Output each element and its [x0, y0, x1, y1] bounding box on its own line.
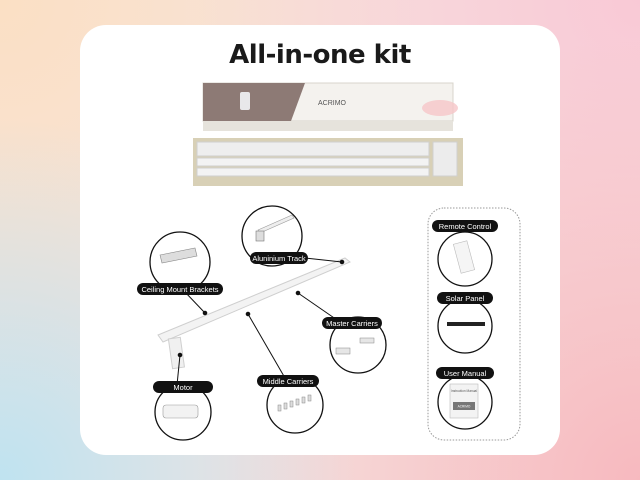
label-aluminium-track: Aluninium Track	[250, 252, 308, 264]
box-brand: ACRIMO	[318, 100, 347, 107]
manual-cover-brand: ACRIMO	[458, 405, 471, 409]
svg-text:Solar Panel: Solar Panel	[446, 294, 485, 303]
label-master-carriers: Master Carriers	[322, 317, 382, 329]
page-title: All-in-one kit	[229, 40, 411, 70]
svg-text:Ceiling Mount Brackets: Ceiling Mount Brackets	[141, 285, 218, 294]
svg-text:Middle Carriers: Middle Carriers	[263, 377, 314, 386]
svg-text:Aluninium Track: Aluninium Track	[252, 254, 306, 263]
svg-text:Master Carriers: Master Carriers	[326, 319, 378, 328]
manual-cover-title: Instruction Manual	[451, 389, 477, 393]
curtain-track	[157, 257, 351, 370]
label-user-manual: User Manual	[436, 367, 494, 379]
product-box-lid: ACRIMO	[202, 82, 458, 131]
label-motor: Motor	[153, 381, 213, 393]
label-solar-panel: Solar Panel	[437, 292, 493, 304]
component-circles	[149, 205, 387, 441]
accessories-panel	[427, 207, 521, 441]
product-box-tray	[193, 138, 463, 186]
callout-lines	[176, 257, 345, 386]
label-middle-carriers: Middle Carriers	[257, 375, 319, 387]
label-remote-control: Remote Control	[432, 220, 498, 232]
svg-text:User Manual: User Manual	[444, 369, 487, 378]
label-ceiling-brackets: Ceiling Mount Brackets	[137, 283, 223, 295]
svg-text:Remote Control: Remote Control	[439, 222, 492, 231]
svg-text:Motor: Motor	[173, 383, 193, 392]
